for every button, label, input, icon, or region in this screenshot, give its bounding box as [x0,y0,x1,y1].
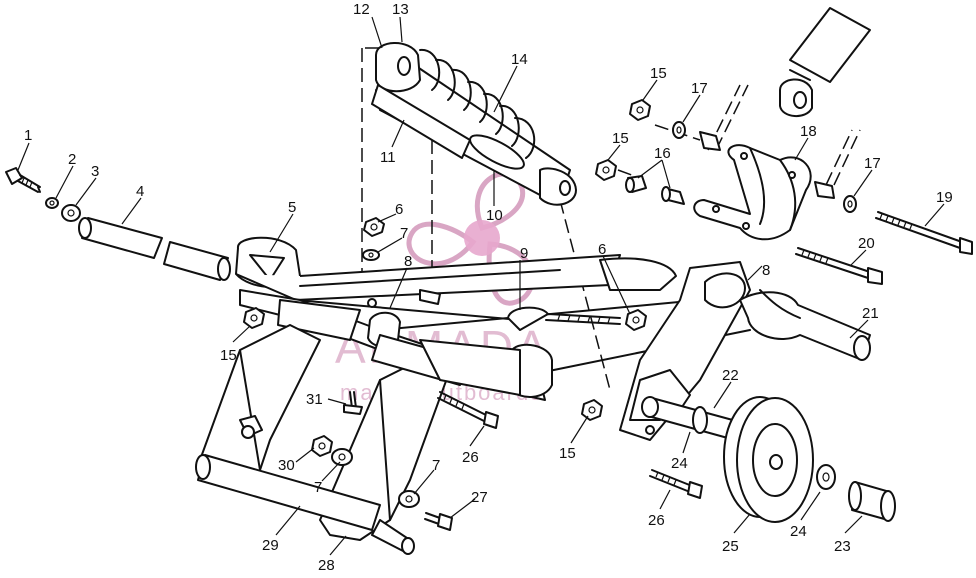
callout-31: 31 [306,391,323,408]
wheel-25 [723,396,814,523]
washer-2 [45,197,59,209]
callout-12: 12 [353,1,370,18]
nut-6-left [363,217,385,237]
lower-arm [195,311,553,555]
washer-3 [61,204,81,222]
washer-17-right [843,195,857,213]
bolt-27 [424,512,453,531]
nut-15-low [581,399,603,421]
bolt-31 [343,391,363,415]
callout-28: 28 [318,557,335,573]
callout-2: 2 [68,151,76,168]
nut-30 [311,435,333,457]
strap-9 [507,306,621,331]
callout-15-top: 15 [650,65,667,82]
bolt-19 [875,211,973,255]
callout-8-left: 8 [404,253,412,270]
callout-17-top: 17 [691,80,708,97]
callout-13: 13 [392,1,409,18]
bolt-20 [795,247,883,285]
callout-23: 23 [834,538,851,555]
washer-7-top [362,249,380,261]
washer-24 [816,464,836,490]
callout-26-left: 26 [462,449,479,466]
bolt-26-right [649,469,703,499]
bolt-1 [5,167,41,193]
callout-15-low: 15 [559,445,576,462]
callout-24-left: 24 [671,455,688,472]
bushing-16 [625,131,835,205]
callout-17-right: 17 [864,155,881,172]
leader-lines [17,16,945,556]
bolt-26-left [437,391,499,429]
callout-30: 30 [278,457,295,474]
callout-27: 27 [471,489,488,506]
callout-25: 25 [722,538,739,555]
nut-6-right [625,309,647,331]
callout-21: 21 [862,305,879,322]
callout-14: 14 [511,51,528,68]
callout-29: 29 [262,537,279,554]
callout-15-left: 15 [220,347,237,364]
tube-4 [78,217,231,281]
callout-6-right: 6 [598,241,606,258]
callout-18: 18 [800,123,817,140]
callout-10: 10 [486,207,503,224]
callout-19: 19 [936,189,953,206]
nut-15-top [629,99,651,121]
washer-7-low [398,490,420,508]
callout-8-right: 8 [762,262,770,279]
callout-20: 20 [858,235,875,252]
callout-7-mid: 7 [314,479,322,496]
callout-4: 4 [136,183,144,200]
axle-22 [641,396,741,441]
callout-7-top: 7 [400,225,408,242]
callout-6-left: 6 [395,201,403,218]
callout-3: 3 [91,163,99,180]
callout-9: 9 [520,245,528,262]
washer-17-top [672,121,686,139]
callout-22: 22 [722,367,739,384]
callout-16: 16 [654,145,671,162]
callout-11: 11 [380,149,396,166]
callout-24-right: 24 [790,523,807,540]
shock-rod-upper [779,7,871,117]
callout-26-right: 26 [648,512,665,529]
callout-15-mid: 15 [612,130,629,147]
callout-labels: 1 2 3 4 5 6 7 8 9 10 11 12 13 14 15 15 1… [24,1,953,574]
callout-5: 5 [288,199,296,216]
spacer-23 [848,481,896,522]
shock-absorber [371,42,577,206]
nut-15-left [243,307,265,329]
upper-mount-18 [693,144,812,241]
callout-7-low: 7 [432,457,440,474]
washer-7-mid [331,448,353,466]
nut-15-mid [595,159,617,181]
callout-1: 1 [24,127,32,144]
